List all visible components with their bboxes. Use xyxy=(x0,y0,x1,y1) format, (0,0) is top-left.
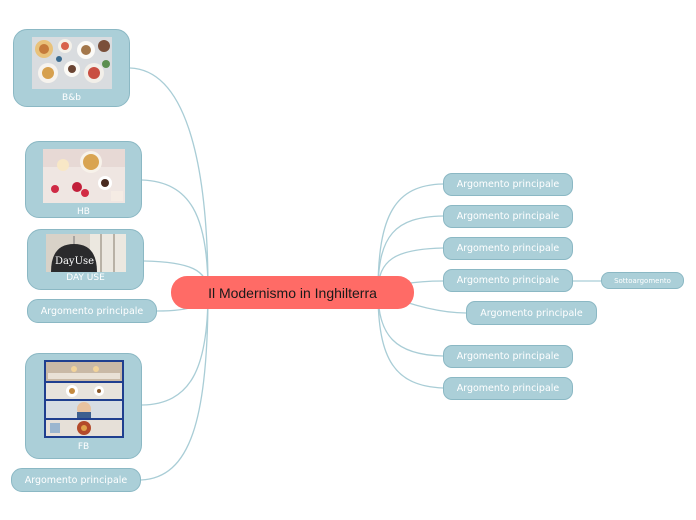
central-topic-label: Il Modernismo in Inghilterra xyxy=(208,284,377,301)
breakfast-table-image xyxy=(31,37,112,89)
dayuse-sign-text: DayUse xyxy=(54,256,95,267)
node-fb-label: FB xyxy=(77,442,90,452)
node-right-topic-6-label: Argomento principale xyxy=(456,351,560,362)
connector-right-1 xyxy=(377,183,444,293)
central-topic[interactable]: Il Modernismo in Inghilterra xyxy=(171,276,414,309)
node-dayuse-label: DAY USE xyxy=(66,273,105,283)
connector-bnb xyxy=(129,67,209,293)
node-right-topic-7-label: Argomento principale xyxy=(456,383,560,394)
node-left-topic-2-label: Argomento principale xyxy=(24,474,128,486)
node-right-topic-2[interactable]: Argomento principale xyxy=(443,205,573,228)
node-hb-label: HB xyxy=(77,207,90,217)
node-dayuse[interactable]: DayUse DAY USE xyxy=(27,229,144,290)
node-right-topic-1-label: Argomento principale xyxy=(456,179,560,190)
node-right-topic-5[interactable]: Argomento principale xyxy=(466,301,597,325)
node-subtopic[interactable]: Sottoargomento xyxy=(601,272,684,289)
node-right-topic-5-label: Argomento principale xyxy=(480,307,583,319)
node-hb[interactable]: HB xyxy=(25,141,142,218)
node-left-topic-2[interactable]: Argomento principale xyxy=(11,468,141,492)
node-right-topic-7[interactable]: Argomento principale xyxy=(443,377,573,400)
connector-right-2 xyxy=(377,215,444,293)
breakfast-tray-image xyxy=(42,149,125,203)
connector-hb xyxy=(141,179,209,293)
connector-left-topic2 xyxy=(140,291,209,481)
node-bnb[interactable]: B&b xyxy=(13,29,130,107)
node-right-topic-3[interactable]: Argomento principale xyxy=(443,237,573,260)
node-right-topic-2-label: Argomento principale xyxy=(456,211,560,222)
node-right-topic-4-label: Argomento principale xyxy=(456,275,560,286)
node-bnb-label: B&b xyxy=(62,93,81,103)
node-right-topic-4[interactable]: Argomento principale xyxy=(443,269,573,292)
node-right-topic-6[interactable]: Argomento principale xyxy=(443,345,573,368)
node-left-topic-1[interactable]: Argomento principale xyxy=(27,299,157,323)
node-fb[interactable]: FB xyxy=(25,353,142,459)
node-left-topic-1-label: Argomento principale xyxy=(40,305,144,317)
connector-right-7 xyxy=(377,291,444,389)
node-right-topic-3-label: Argomento principale xyxy=(456,243,560,254)
full-board-collage-image xyxy=(43,360,124,438)
dayuse-sign-image: DayUse xyxy=(45,234,126,272)
node-subtopic-label: Sottoargomento xyxy=(614,276,671,285)
node-right-topic-1[interactable]: Argomento principale xyxy=(443,173,573,196)
